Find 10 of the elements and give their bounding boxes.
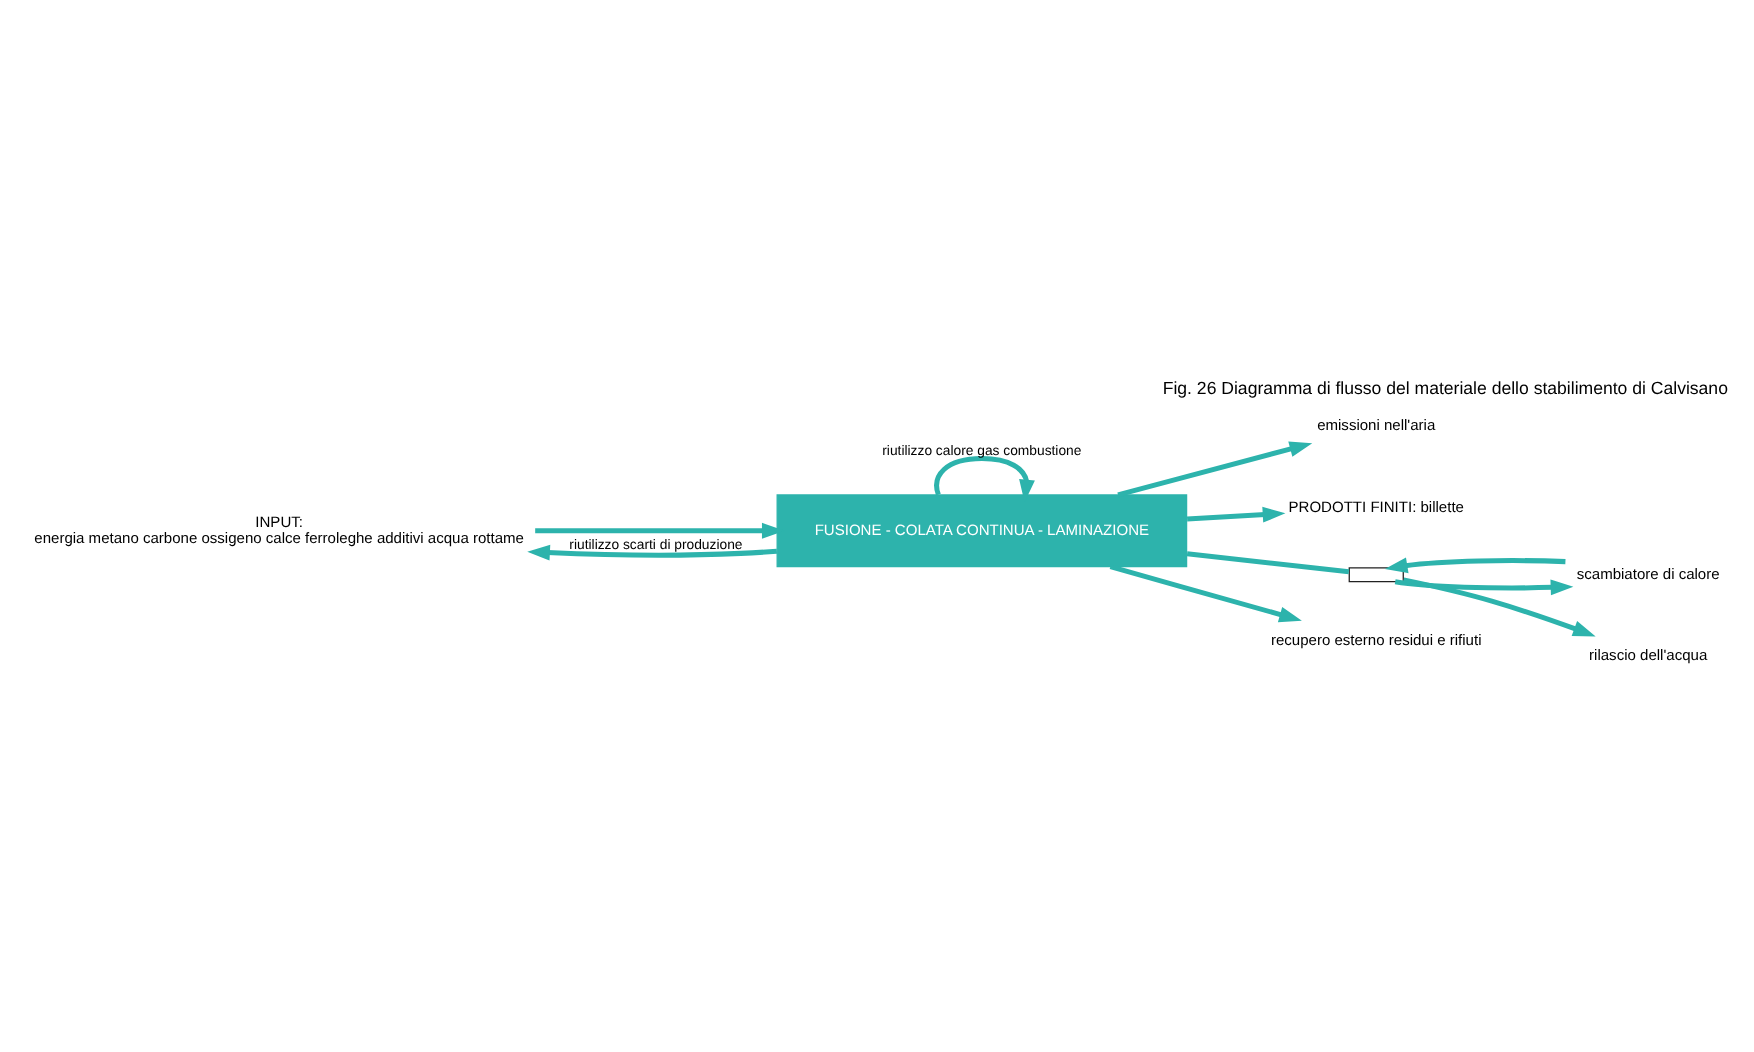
connector <box>1186 550 1350 574</box>
arrow <box>1109 563 1302 622</box>
arrow <box>1394 578 1574 595</box>
arrow <box>1186 505 1286 522</box>
node-box <box>1348 566 1404 582</box>
arrow <box>527 543 778 560</box>
arrow <box>1117 440 1313 497</box>
arrow <box>1384 556 1566 573</box>
arrow <box>1403 576 1596 636</box>
diagram-title: Fig. 26 Diagramma di flusso del materiale dello stabilimento di Calvisano <box>1162 377 1728 398</box>
